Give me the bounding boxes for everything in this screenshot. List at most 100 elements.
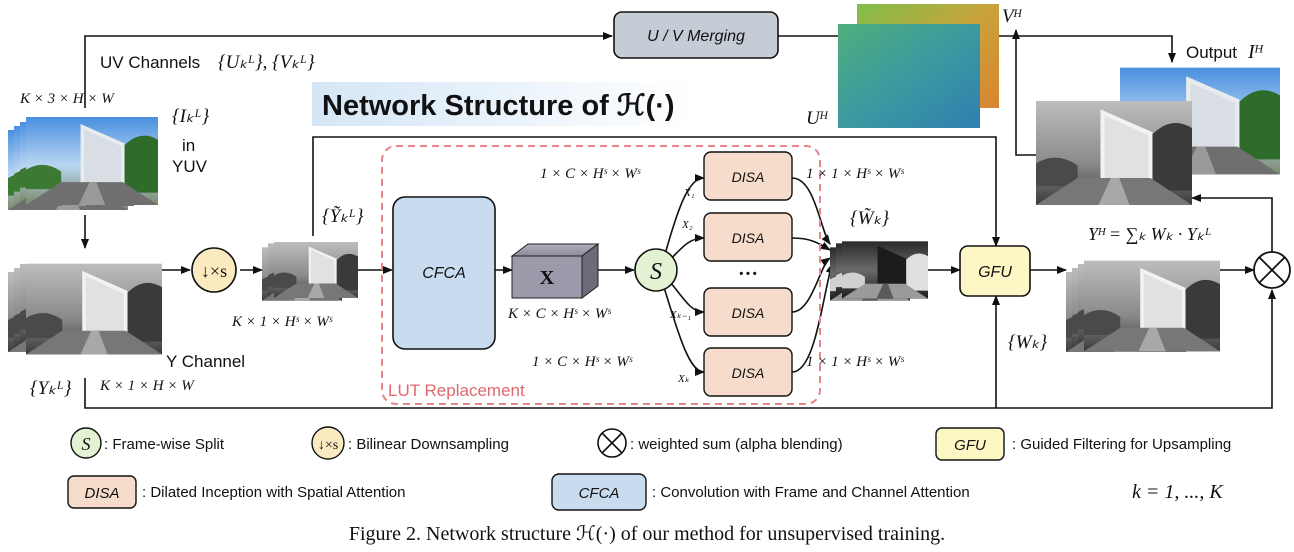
downsample-node: ↓×s (191, 247, 237, 293)
ytilde-set-label: {Ỹₖᴸ} (322, 206, 364, 227)
uv-merging-box (613, 11, 779, 59)
legend-weighted-text: : weighted sum (alpha blending) (630, 436, 843, 453)
uh-label: Uᴴ (806, 108, 829, 129)
xk-label: Xₖ (677, 373, 690, 385)
disa-label-4: DISA (732, 365, 765, 381)
svg-text:S: S (82, 434, 91, 454)
legend-split-text: : Frame-wise Split (104, 436, 225, 453)
disa-box-4 (703, 347, 793, 397)
legend-downsample: ↓×s : Bilinear Downsampling (311, 426, 509, 460)
in-label: in (182, 136, 195, 155)
title-banner: Network Structure of ℋ(·) (322, 90, 675, 122)
gfu-box (959, 245, 1031, 297)
title-banner-bg (312, 82, 692, 126)
disa2-to-w (791, 237, 831, 251)
disa-label-3: DISA (732, 305, 765, 321)
s-to-disa1 (663, 174, 705, 259)
dims-bottom-right-label: 1 × 1 × Hˢ × Wˢ (806, 354, 904, 370)
legend-gfu: GFU : Guided Filtering for Upsampling (935, 427, 1231, 461)
disa-label-1: DISA (732, 169, 765, 185)
input-dims-label: K × 3 × H × W (19, 91, 115, 107)
svg-text:GFU: GFU (954, 437, 986, 454)
disa-label-2: DISA (732, 230, 765, 246)
downsample-circle (191, 247, 237, 293)
yh-eq-label: Yᴴ = ∑ₖ Wₖ · Yₖᴸ (1088, 224, 1212, 244)
dims-bottom-left-label: 1 × C × Hˢ × Wˢ (532, 354, 633, 370)
x2-label: X₂ (681, 219, 693, 231)
s-to-disa4 (662, 283, 705, 376)
output-label: Output (1186, 43, 1237, 62)
legend-k-range: k = 1, ..., K (1132, 481, 1224, 503)
disa-box-1 (703, 151, 793, 201)
x-dims-label: K × C × Hˢ × Wˢ (507, 306, 611, 322)
uv-merging-label: U / V Merging (647, 28, 745, 45)
cfca-block: CFCA (392, 196, 496, 350)
lut-replacement-box (381, 145, 821, 405)
connectors (81, 29, 1276, 409)
sum-to-yh-line (1191, 194, 1273, 252)
uv-channels-label: UV Channels (100, 53, 200, 72)
split-circle (634, 248, 678, 292)
legend-disa: DISA : Dilated Inception with Spatial At… (67, 475, 406, 509)
split-label: S (650, 259, 662, 285)
x-label: X (540, 267, 555, 289)
wk-stack (1066, 260, 1220, 352)
ys-dims-label: K × 1 × Hˢ × Wˢ (231, 314, 333, 330)
cfca-label: CFCA (422, 265, 466, 282)
legend-split: S : Frame-wise Split (70, 427, 225, 459)
input-yuv-stack (8, 117, 158, 210)
yh-to-output-line (1012, 29, 1036, 156)
y-dims-label: K × 1 × H × W (99, 378, 195, 394)
input-set-label: {Iₖᴸ} (172, 106, 210, 127)
x-tensor-cube: X (510, 243, 600, 299)
figure-caption: Figure 2. Network structure ℋ(·) of our … (349, 523, 945, 545)
disa-box-3 (703, 287, 793, 337)
legend-cfca: CFCA : Convolution with Frame and Channe… (551, 473, 970, 511)
y-channel-label: Y Channel (166, 352, 245, 371)
y-channel-stack (8, 263, 162, 355)
uv-path (84, 32, 613, 108)
downsample-label: ↓×s (201, 261, 227, 281)
dims-top-left-label: 1 × C × Hˢ × Wˢ (540, 166, 641, 182)
x1-label: X₁ (683, 187, 695, 199)
ys-to-gfu-line (312, 136, 1000, 247)
ys-stack (262, 242, 358, 301)
cfca-box (392, 196, 496, 350)
weighted-sum-node (1253, 251, 1291, 289)
y-bottom-line (84, 289, 1276, 409)
svg-text:↓×s: ↓×s (318, 438, 338, 453)
disa-blocks: DISA DISA DISA DISA ··· (703, 151, 793, 397)
dims-top-right-label: 1 × 1 × Hˢ × Wˢ (806, 166, 904, 182)
legend-weighted-sum: : weighted sum (alpha blending) (597, 428, 843, 458)
disa3-to-w (791, 257, 831, 313)
wk-set-label: {Wₖ} (1008, 332, 1048, 353)
w-tilde-stack (830, 241, 928, 301)
xk1-label: Xₖ₋₁ (669, 309, 691, 321)
disa1-to-w (791, 177, 831, 245)
svg-text:DISA: DISA (84, 485, 119, 502)
legend-disa-text: : Dilated Inception with Spatial Attenti… (142, 484, 406, 501)
uv-sets-label: {Uₖᴸ}, {Vₖᴸ} (218, 52, 315, 73)
legend: S : Frame-wise Split ↓×s : Bilinear Down… (67, 426, 1231, 511)
wtilde-set-label: {W̃ₖ} (850, 208, 890, 229)
disa-box-2 (703, 212, 793, 262)
uv-to-output-line (985, 35, 1176, 63)
output-gray-image (1036, 101, 1192, 205)
output-sym-label: Iᴴ (1247, 41, 1265, 63)
uh-image (838, 24, 980, 128)
lut-replacement-label: LUT Replacement (388, 381, 525, 400)
split-node: S (634, 248, 678, 292)
legend-cfca-text: : Convolution with Frame and Channel Att… (652, 484, 970, 501)
legend-downsample-text: : Bilinear Downsampling (348, 436, 509, 453)
disa-dots: ··· (738, 263, 758, 285)
svg-text:CFCA: CFCA (579, 485, 620, 502)
legend-gfu-text: : Guided Filtering for Upsampling (1012, 436, 1231, 453)
disa4-to-w (791, 263, 834, 373)
yuv-label: YUV (172, 157, 208, 176)
y-set-label: {Yₖᴸ} (30, 378, 72, 399)
gfu-block: GFU (959, 245, 1031, 297)
vh-label: Vᴴ (1002, 6, 1023, 27)
uv-merging-block: U / V Merging (613, 11, 779, 59)
gfu-label: GFU (978, 264, 1012, 281)
